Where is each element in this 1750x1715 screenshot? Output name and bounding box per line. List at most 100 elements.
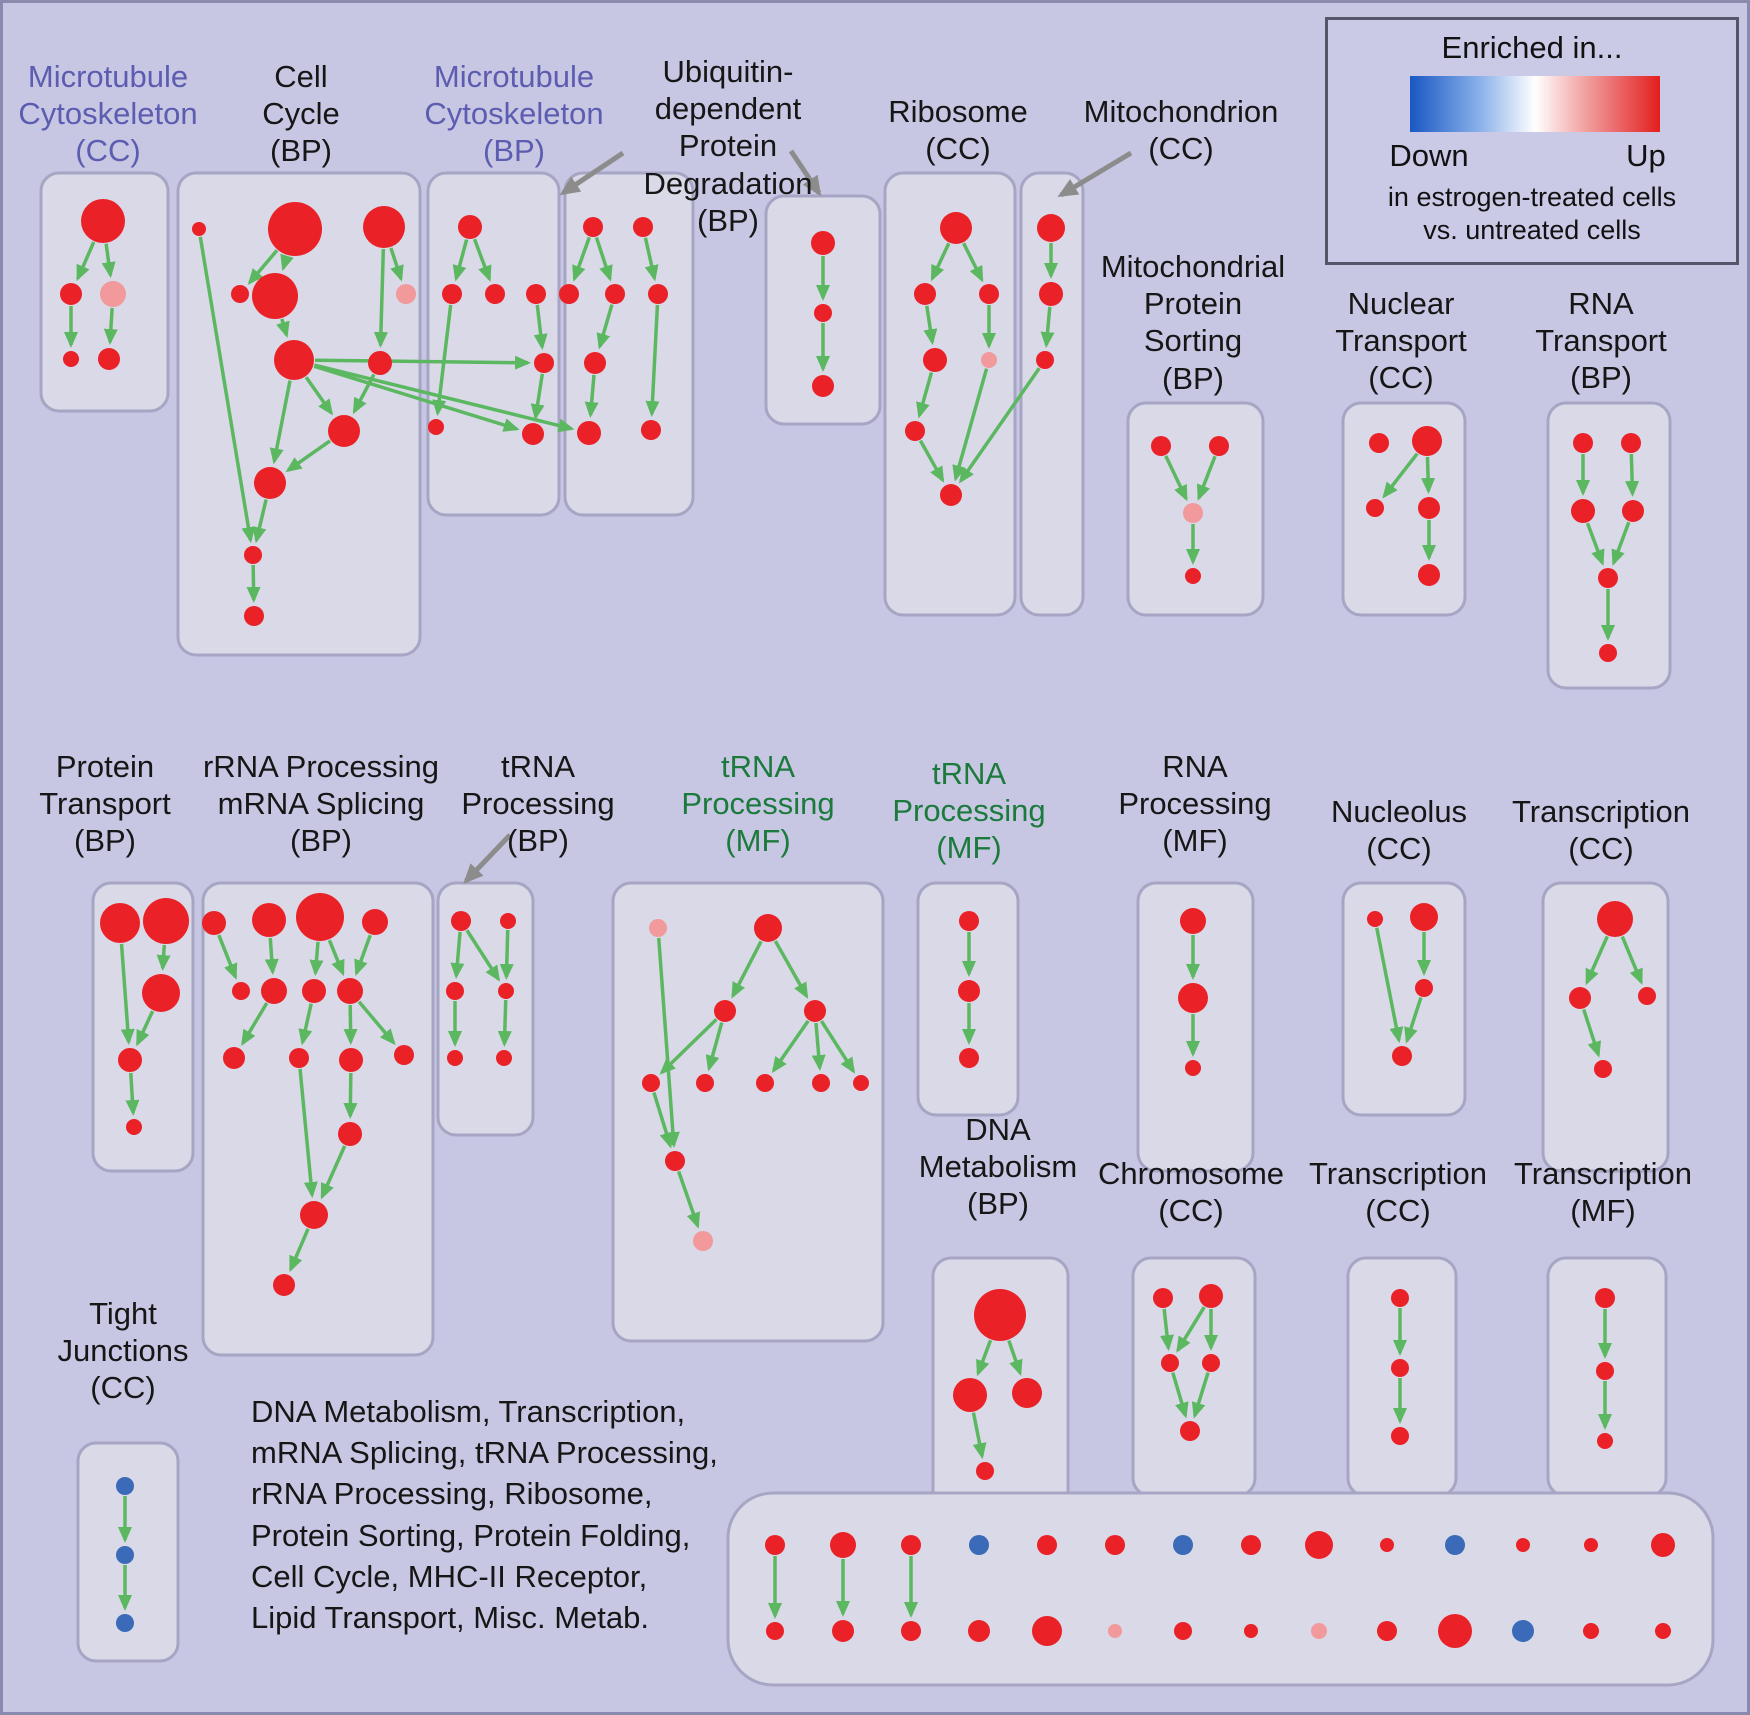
edge-q1-q3 [1625, 453, 1640, 498]
go-node-m0 [458, 215, 482, 239]
go-node-v1 [1039, 282, 1063, 306]
go-node-b0 [451, 911, 471, 931]
go-node-c5 [396, 284, 416, 304]
label-rna-transport: RNA Transport (BP) [1535, 286, 1667, 396]
edge-u4-u7 [645, 304, 660, 418]
go-node-n2 [1366, 499, 1384, 517]
edge-t9-t10 [676, 1170, 701, 1229]
edge-a0-a2 [101, 243, 116, 279]
edge-s1-s2 [1196, 455, 1217, 501]
edge-t1-t3 [773, 940, 809, 999]
go-node-n4 [1418, 564, 1440, 586]
go-node-c1 [268, 202, 322, 256]
edge-a2-a4 [103, 307, 118, 346]
edge-m0-m2 [472, 238, 492, 282]
go-node-f3 [1594, 1060, 1612, 1078]
go-node-c9 [254, 467, 286, 499]
edge-c6-u6 [313, 363, 575, 433]
edge-m5-m6 [530, 373, 545, 421]
go-node-m3 [526, 284, 546, 304]
go-node-e3 [1392, 1046, 1412, 1066]
go-node-h1 [1199, 1284, 1223, 1308]
label-mixed-cluster-list: DNA Metabolism, Transcription, mRNA Spli… [251, 1394, 718, 1636]
go-node-u1 [633, 217, 653, 237]
go-node-bb8 [1311, 1623, 1327, 1639]
go-node-q1 [1621, 433, 1641, 453]
label-dna-metabolism: DNA Metabolism (BP) [918, 1112, 1078, 1222]
go-node-c3 [231, 285, 249, 303]
go-node-m4 [428, 419, 444, 435]
go-node-bb3 [968, 1620, 990, 1642]
go-node-b1 [500, 913, 516, 929]
go-node-r0 [940, 212, 972, 244]
go-node-bt2 [901, 1535, 921, 1555]
go-node-h2 [1161, 1354, 1179, 1372]
edge-q3-q4 [1611, 521, 1631, 566]
go-node-x0 [202, 911, 226, 935]
edge-c4-c6 [276, 318, 290, 338]
go-node-c11 [244, 606, 264, 626]
edge-x10-x12 [343, 1072, 358, 1120]
edge-b3-b5 [497, 999, 512, 1048]
go-node-x3 [362, 909, 388, 935]
edge-g1-g3 [971, 1412, 987, 1460]
edge-p2-p3 [135, 1010, 155, 1047]
go-node-bt7 [1241, 1535, 1261, 1555]
go-node-d1 [814, 304, 832, 322]
go-node-g2 [1012, 1378, 1042, 1408]
go-node-x5 [261, 978, 287, 1004]
cluster-box-nuclear-transport [1341, 401, 1467, 617]
edge-m3-m5 [533, 304, 548, 351]
edge-g0-g1 [976, 1339, 993, 1377]
go-node-a3 [63, 351, 79, 367]
go-node-x14 [273, 1274, 295, 1296]
label-trna-mf-1: tRNA Processing (MF) [681, 749, 835, 859]
cluster-box-nucleolus [1341, 881, 1467, 1117]
go-node-c0 [192, 222, 206, 236]
go-node-bb1 [832, 1620, 854, 1642]
go-node-c2 [363, 206, 405, 248]
edge-t3-t6 [771, 1019, 810, 1074]
go-node-k1 [116, 1546, 134, 1564]
go-node-e0 [1367, 911, 1383, 927]
legend-up-label: Up [1626, 138, 1666, 173]
go-node-bb2 [901, 1621, 921, 1641]
go-node-a1 [60, 283, 82, 305]
go-node-p2 [142, 974, 180, 1012]
go-node-m5 [534, 353, 554, 373]
go-node-b4 [447, 1050, 463, 1066]
label-mitochondrion: Mitochondrion (CC) [1083, 94, 1279, 167]
label-ribosome: Ribosome (CC) [888, 94, 1028, 167]
label-trna-bp: tRNA Processing (BP) [461, 749, 615, 859]
edge-t2-t4 [659, 1018, 718, 1075]
edge-x2-x7 [327, 939, 345, 977]
edge-h2-h4 [1171, 1372, 1189, 1419]
go-node-m6 [522, 423, 544, 445]
legend-subtitle-line1: in estrogen-treated cells [1387, 182, 1677, 212]
go-node-bt9 [1380, 1538, 1394, 1552]
annotation-arrow-3 [463, 833, 512, 884]
edge-x12-x13 [320, 1145, 347, 1200]
go-node-x9 [289, 1048, 309, 1068]
go-node-t7 [812, 1074, 830, 1092]
edge-c10-c11 [246, 564, 261, 604]
edge-m1-m4 [432, 304, 453, 417]
go-node-i0 [1391, 1289, 1409, 1307]
go-node-d0 [811, 231, 835, 255]
edge-r5-r6 [918, 439, 945, 483]
edge-t0-t9 [656, 937, 680, 1149]
go-node-b5 [496, 1050, 512, 1066]
edge-c6-m6 [313, 364, 520, 432]
go-node-q3 [1622, 500, 1644, 522]
go-node-x11 [394, 1045, 414, 1065]
edge-s0-s2 [1164, 455, 1188, 502]
go-node-w2 [1185, 1060, 1201, 1076]
go-node-x2 [296, 893, 344, 941]
go-node-b2 [446, 982, 464, 1000]
annotation-arrow-2 [1057, 150, 1133, 198]
edge-x7-x10 [343, 1004, 358, 1046]
edge-e0-e3 [1375, 927, 1404, 1044]
go-node-bt13 [1651, 1533, 1675, 1557]
go-node-r6 [940, 484, 962, 506]
